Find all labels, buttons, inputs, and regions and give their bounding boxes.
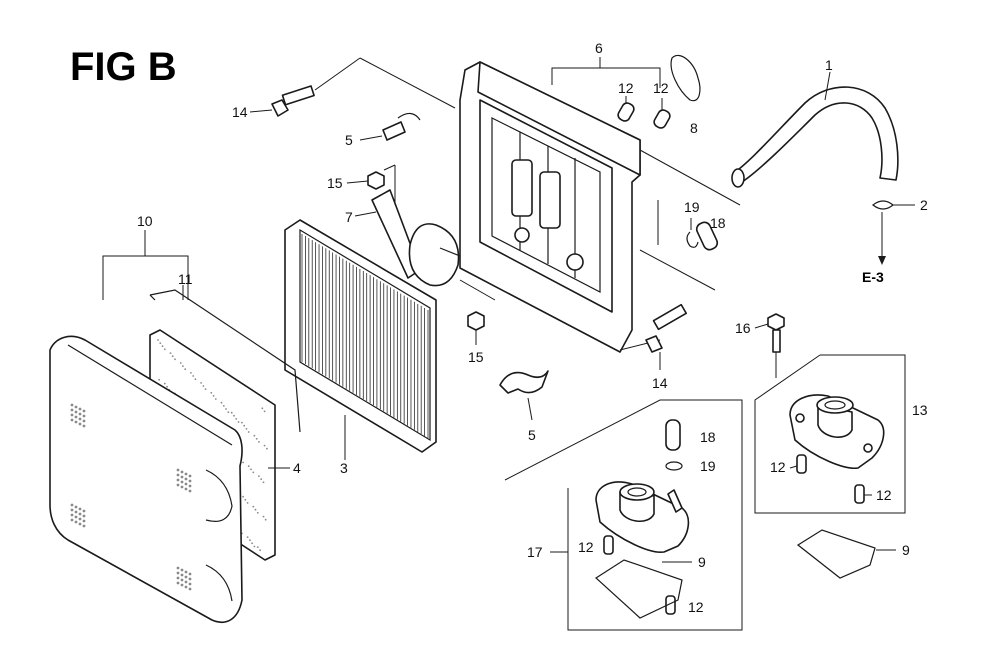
dowel-pin-13-left xyxy=(789,454,807,474)
filter-element xyxy=(284,219,437,460)
nut-lower xyxy=(467,311,485,345)
wire-frame xyxy=(149,285,301,433)
callout-4: 4 xyxy=(293,460,301,476)
tube-short-lower xyxy=(665,419,681,451)
callout-1: 1 xyxy=(825,57,833,73)
callout-16: 16 xyxy=(735,320,751,336)
callout-18-lower: 18 xyxy=(700,429,716,445)
elbow-assembly xyxy=(789,394,885,469)
filter-pleats xyxy=(301,234,429,438)
callout-12-a: 12 xyxy=(618,80,634,96)
gasket-lower xyxy=(595,559,692,619)
callout-12-b: 12 xyxy=(653,80,669,96)
reference-e-3: E-3 xyxy=(862,269,884,285)
bracket-elbow xyxy=(354,165,496,301)
callout-18-upper: 18 xyxy=(710,215,726,231)
bolt-lower xyxy=(645,303,688,370)
group-box-13 xyxy=(754,354,906,514)
o-ring xyxy=(670,54,701,102)
callout-9-lower: 9 xyxy=(698,554,706,570)
callout-15-lower: 15 xyxy=(468,349,484,365)
callout-14-upper: 14 xyxy=(232,104,248,120)
callout-7: 7 xyxy=(345,209,353,225)
dowel-pin-17-right xyxy=(665,595,676,615)
callout-9-right: 9 xyxy=(902,542,910,558)
callout-5-lower: 5 xyxy=(528,427,536,443)
callout-11: 11 xyxy=(178,271,193,287)
callout-15-upper: 15 xyxy=(327,175,343,191)
callout-12-e: 12 xyxy=(578,539,594,555)
callout-3: 3 xyxy=(340,460,348,476)
group-box-17 xyxy=(504,399,743,631)
elbow-assembly-lower xyxy=(595,481,690,553)
clip-small-upper xyxy=(686,218,699,248)
callout-19-lower: 19 xyxy=(700,458,716,474)
air-cleaner-cover xyxy=(49,335,243,624)
bracket-10 xyxy=(102,255,189,300)
tube-clip xyxy=(872,200,915,265)
callout-13: 13 xyxy=(912,402,928,418)
callout-6: 6 xyxy=(595,40,603,56)
clip-small-lower xyxy=(665,461,683,471)
nut-upper xyxy=(346,164,396,190)
callout-12-f: 12 xyxy=(688,599,704,615)
clamp-upper xyxy=(359,112,421,141)
clamp-lower xyxy=(499,370,549,421)
tube-short-upper xyxy=(695,221,719,251)
callout-8: 8 xyxy=(690,120,698,136)
callout-17: 17 xyxy=(527,544,543,560)
bracket-6 xyxy=(551,67,661,88)
breather-tube xyxy=(731,71,899,188)
callout-12-c: 12 xyxy=(770,459,786,475)
dowel-pin-13-right xyxy=(854,484,872,504)
bolt-upper xyxy=(249,57,456,117)
dowel-pin-17-left xyxy=(603,535,614,555)
dowel-pin-upper-left xyxy=(617,96,635,122)
callout-10: 10 xyxy=(137,213,153,229)
callout-2: 2 xyxy=(920,197,928,213)
callout-19-upper: 19 xyxy=(684,199,700,215)
dowel-pin-upper-right xyxy=(653,98,671,129)
cover-vents xyxy=(70,403,192,591)
flange-bolt xyxy=(754,313,785,378)
figure-title: FIG B xyxy=(70,45,177,89)
callout-12-d: 12 xyxy=(876,487,892,503)
callout-14-lower: 14 xyxy=(652,375,668,391)
gasket-right xyxy=(796,529,896,579)
callout-5-upper: 5 xyxy=(345,132,353,148)
air-cleaner-case xyxy=(459,61,741,353)
